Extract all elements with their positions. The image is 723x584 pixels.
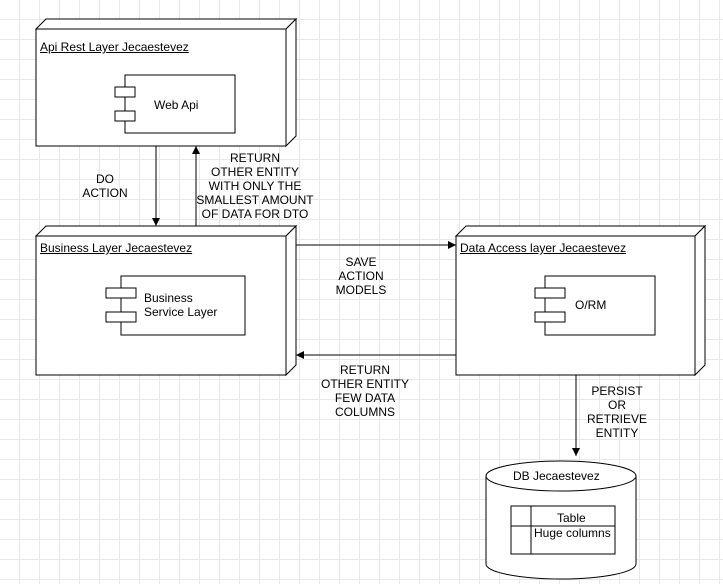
edge-label-return-few: RETURN OTHER ENTITY FEW DATA COLUMNS <box>320 363 409 419</box>
edge-label-persist: PERSIST OR RETRIEVE ENTITY <box>586 384 647 440</box>
business-service-label: Business Service Layer <box>144 291 218 319</box>
orm-label: O/RM <box>575 298 607 312</box>
edge-label-do-action: DO ACTION <box>82 172 128 200</box>
edge-label-save-action: SAVE ACTION MODELS <box>335 255 387 297</box>
data-access-layer-title: Data Access layer Jecaestevez <box>460 241 627 255</box>
orm-component[interactable] <box>534 275 656 336</box>
web-api-component[interactable] <box>114 74 236 134</box>
data-access-layer-node[interactable] <box>454 224 707 377</box>
web-api-label: Web Api <box>154 98 199 112</box>
db-title: DB Jecaestevez <box>513 469 600 483</box>
api-layer-title: Api Rest Layer Jecaestevez <box>40 40 189 54</box>
business-layer-title: Business Layer Jecaestevez <box>40 241 193 255</box>
db-table-row: Huge columns <box>534 526 611 540</box>
db-table[interactable] <box>510 505 616 555</box>
db-table-header: Table <box>557 511 586 525</box>
edge-label-return-dto: RETURN OTHER ENTITY WITH ONLY THE SMALLE… <box>196 151 314 221</box>
business-service-component[interactable] <box>105 275 246 336</box>
